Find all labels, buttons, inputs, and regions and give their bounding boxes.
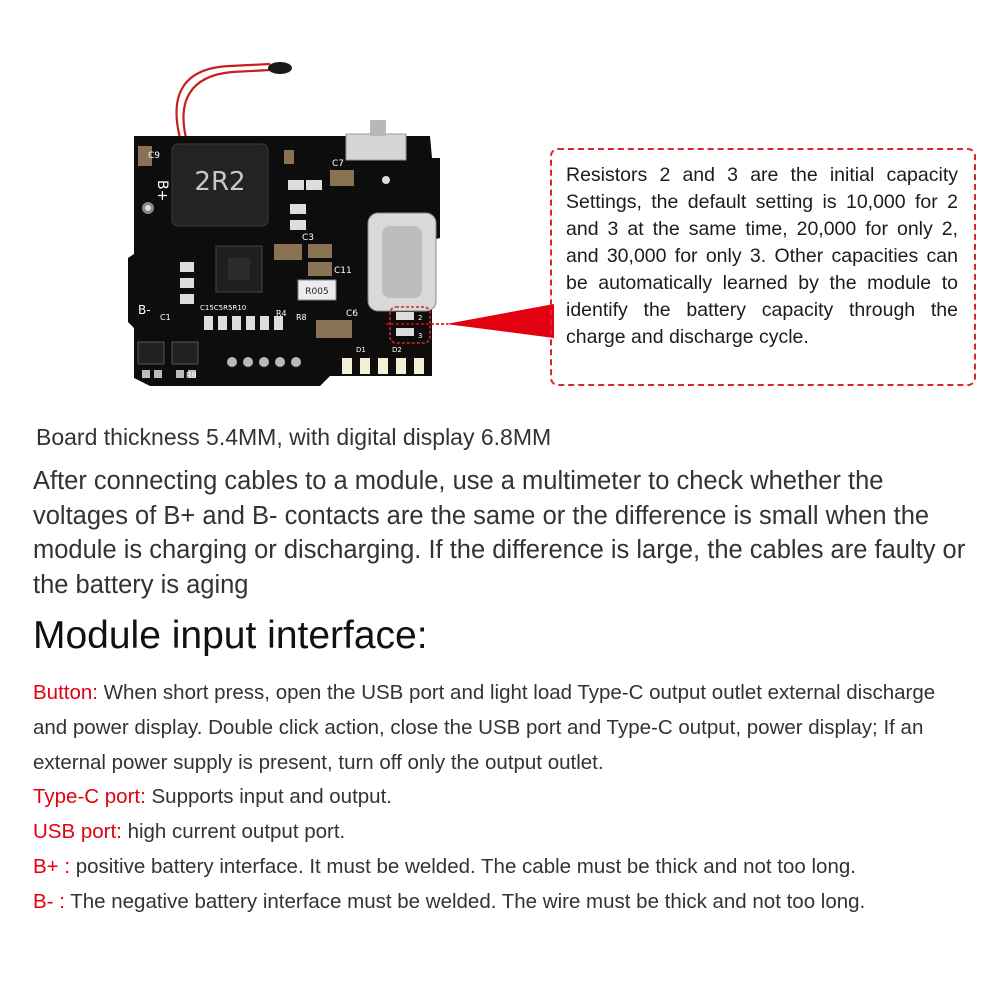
spec-text: high current output port. <box>121 820 346 844</box>
batt-neg-label: B- <box>138 303 151 317</box>
svg-text:R4: R4 <box>276 309 287 318</box>
svg-text:2R2: 2R2 <box>194 167 245 197</box>
pcb-board-illustration: 2R2 R005 <box>128 62 440 386</box>
spec-item-b-minus: B- : The negative battery interface must… <box>33 885 953 920</box>
svg-text:C15C5R5R10: C15C5R5R10 <box>200 304 246 312</box>
thermistor-icon <box>268 62 292 74</box>
svg-text:C1: C1 <box>160 313 171 322</box>
spec-text: positive battery interface. It must be w… <box>70 854 856 878</box>
svg-text:R9: R9 <box>186 371 197 380</box>
svg-text:C7: C7 <box>332 159 344 169</box>
svg-text:C9: C9 <box>148 151 160 161</box>
svg-text:2: 2 <box>418 314 422 322</box>
svg-text:C3: C3 <box>302 233 314 243</box>
spec-item-type-c: Type-C port: Supports input and output. <box>33 780 953 815</box>
svg-text:R005: R005 <box>305 287 328 297</box>
section-title: Module input interface: <box>33 614 428 657</box>
interface-spec-list: Button: When short press, open the USB p… <box>33 676 953 920</box>
callout-text: Resistors 2 and 3 are the initial capaci… <box>566 164 958 348</box>
svg-text:C6: C6 <box>346 309 358 319</box>
capacity-callout: Resistors 2 and 3 are the initial capaci… <box>550 148 976 386</box>
spec-label: B- : <box>33 889 65 913</box>
spec-label: Type-C port: <box>33 785 146 809</box>
led-indicator <box>414 358 424 374</box>
callout-pointer <box>386 304 554 338</box>
board-thickness-note: Board thickness 5.4MM, with digital disp… <box>36 424 552 450</box>
pcb-module-image: 2R2 R005 <box>120 58 450 398</box>
spec-label: B+ : <box>33 854 71 878</box>
led-indicator <box>396 358 406 374</box>
spec-label: USB port: <box>33 820 122 844</box>
spec-text: When short press, open the USB port and … <box>33 681 936 774</box>
spec-item-b-plus: B+ : positive battery interface. It must… <box>33 850 953 885</box>
inductor <box>171 143 269 227</box>
spec-text: Supports input and output. <box>145 785 392 809</box>
svg-text:R8: R8 <box>296 313 307 322</box>
button-switch <box>345 133 407 161</box>
svg-text:D2: D2 <box>392 346 402 354</box>
spec-item-button: Button: When short press, open the USB p… <box>33 676 953 780</box>
svg-text:D1: D1 <box>356 346 366 354</box>
svg-text:C11: C11 <box>334 266 352 276</box>
spec-item-usb: USB port: high current output port. <box>33 815 953 850</box>
spec-text: The negative battery interface must be w… <box>64 889 866 913</box>
batt-pos-label: B+ <box>154 180 170 201</box>
multimeter-check-paragraph: After connecting cables to a module, use… <box>33 467 966 599</box>
shunt-resistor <box>297 279 337 301</box>
svg-text:3: 3 <box>418 332 422 340</box>
spec-label: Button: <box>33 681 98 704</box>
led-indicator <box>360 358 370 374</box>
led-indicator <box>342 358 352 374</box>
led-indicator <box>378 358 388 374</box>
